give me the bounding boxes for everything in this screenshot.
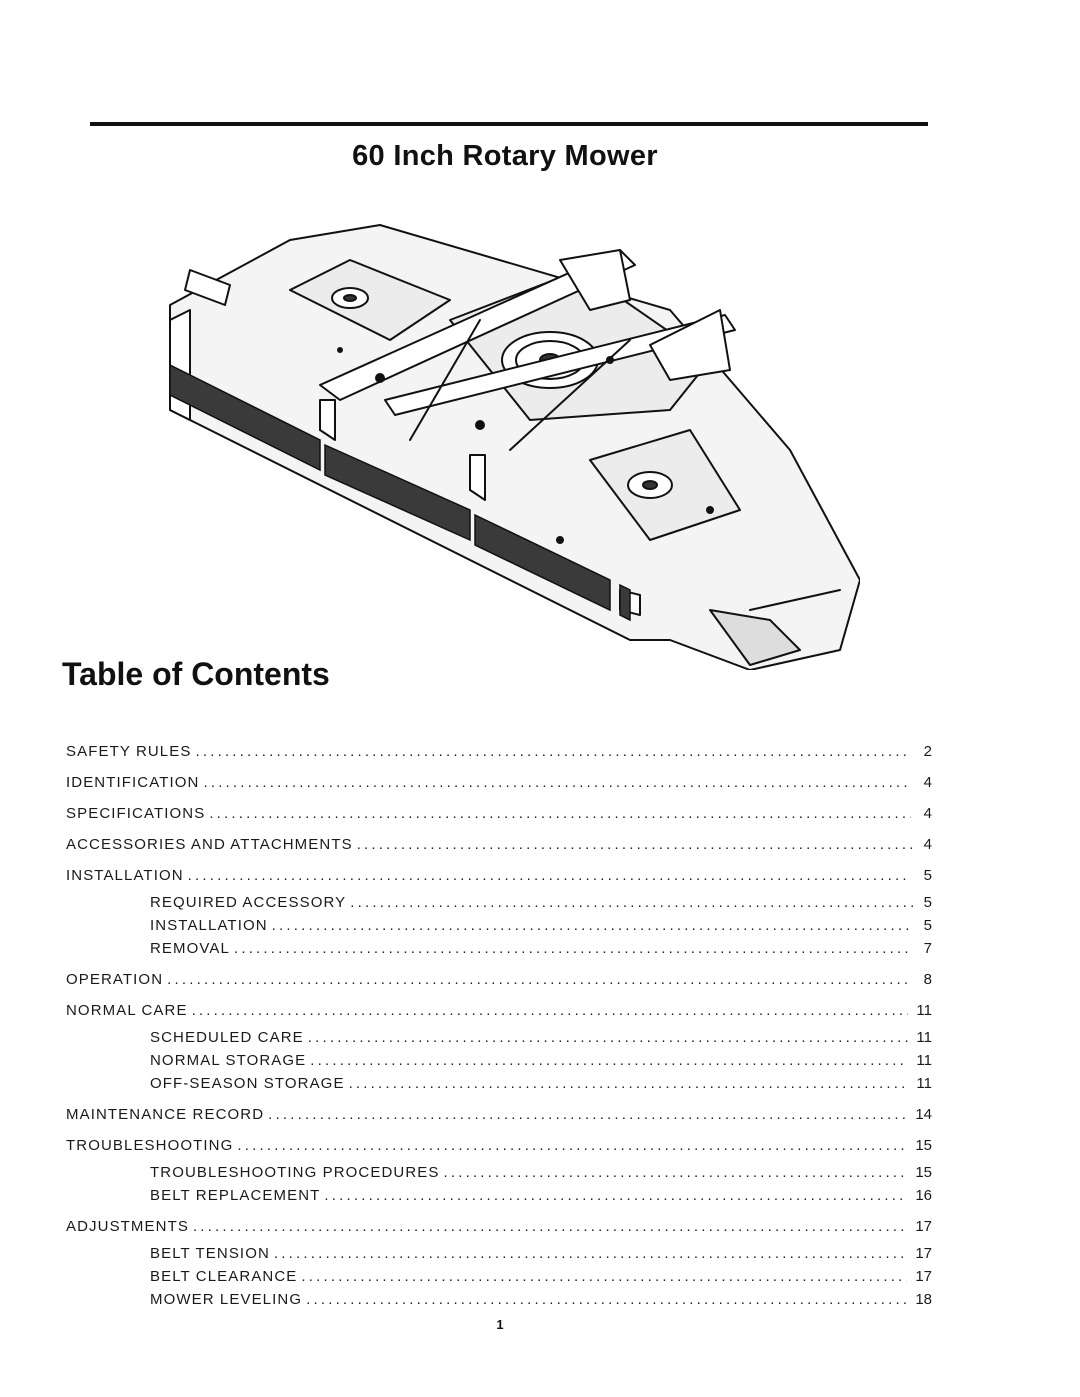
toc-entry-page: 16 — [915, 1187, 932, 1204]
toc-dot-leader: ........................................… — [268, 1106, 908, 1123]
toc-entry-label: REMOVAL — [150, 940, 230, 957]
toc-entry: NORMAL STORAGE..........................… — [66, 1047, 932, 1069]
toc-entry-page: 17 — [915, 1268, 932, 1285]
toc-entry-page: 5 — [923, 917, 932, 934]
toc-dot-leader: ........................................… — [301, 1268, 907, 1285]
toc-entry: ADJUSTMENTS.............................… — [66, 1213, 932, 1235]
toc-dot-leader: ........................................… — [324, 1187, 907, 1204]
toc-entry: INSTALLATION............................… — [66, 862, 932, 884]
page-number: 1 — [496, 1317, 504, 1332]
toc-entry-page: 11 — [916, 1075, 932, 1092]
toc-dot-leader: ........................................… — [167, 971, 910, 988]
toc-entry: BELT TENSION............................… — [66, 1240, 932, 1262]
toc-entry-page: 7 — [923, 940, 932, 957]
toc-entry-page: 11 — [916, 1002, 932, 1019]
toc-entry: BELT CLEARANCE..........................… — [66, 1263, 932, 1285]
toc-entry: MOWER LEVELING..........................… — [66, 1286, 932, 1308]
toc-entry-label: OPERATION — [66, 971, 164, 988]
toc-dot-leader: ........................................… — [356, 836, 914, 853]
toc-dot-leader: ........................................… — [348, 1075, 909, 1092]
toc-entry-label: OFF-SEASON STORAGE — [150, 1075, 345, 1092]
toc-entry-label: INSTALLATION — [66, 867, 184, 884]
toc-entry-label: ADJUSTMENTS — [66, 1218, 189, 1235]
toc-entry-page: 5 — [923, 867, 932, 884]
toc-entry-label: SAFETY RULES — [66, 743, 192, 760]
toc-dot-leader: ........................................… — [273, 1245, 908, 1262]
toc-entry-page: 11 — [916, 1029, 932, 1046]
toc-entry: IDENTIFICATION..........................… — [66, 769, 932, 791]
toc-entry-page: 18 — [915, 1291, 932, 1308]
toc-entry: TROUBLESHOOTING.........................… — [66, 1132, 932, 1154]
toc-dot-leader: ........................................… — [192, 1218, 908, 1235]
toc-dot-leader: ........................................… — [307, 1029, 909, 1046]
toc-entry-page: 17 — [915, 1245, 932, 1262]
toc-dot-leader: ........................................… — [271, 917, 912, 934]
toc-dot-leader: ........................................… — [443, 1164, 908, 1181]
toc-entry-page: 15 — [915, 1164, 932, 1181]
toc-dot-leader: ........................................… — [350, 894, 913, 911]
toc-entry: REMOVAL.................................… — [66, 935, 932, 957]
toc-entry-label: BELT TENSION — [150, 1245, 270, 1262]
toc-dot-leader: ........................................… — [233, 940, 912, 957]
toc-entry-page: 14 — [915, 1106, 932, 1123]
toc-entry-label: IDENTIFICATION — [66, 774, 200, 791]
toc-entry: TROUBLESHOOTING PROCEDURES..............… — [66, 1159, 932, 1181]
toc-entry-label: REQUIRED ACCESSORY — [150, 894, 347, 911]
toc-entry-label: SCHEDULED CARE — [150, 1029, 304, 1046]
toc-entry: SPECIFICATIONS..........................… — [66, 800, 932, 822]
toc-entry-label: MAINTENANCE RECORD — [66, 1106, 265, 1123]
toc-entry: BELT REPLACEMENT........................… — [66, 1182, 932, 1204]
toc-entry: OPERATION...............................… — [66, 966, 932, 988]
toc-entry-page: 4 — [923, 774, 932, 791]
toc-entry-page: 15 — [915, 1137, 932, 1154]
toc-dot-leader: ........................................… — [203, 774, 911, 791]
toc-entry-page: 5 — [923, 894, 932, 911]
toc-entry-label: ACCESSORIES AND ATTACHMENTS — [66, 836, 353, 853]
toc-entry-label: TROUBLESHOOTING — [66, 1137, 234, 1154]
toc-entry: OFF-SEASON STORAGE......................… — [66, 1070, 932, 1092]
toc-entry: SAFETY RULES............................… — [66, 738, 932, 760]
toc-dot-leader: ........................................… — [191, 1002, 909, 1019]
toc-entry-label: TROUBLESHOOTING PROCEDURES — [150, 1164, 440, 1181]
toc-entry-page: 4 — [923, 836, 932, 853]
toc-entry: INSTALLATION............................… — [66, 912, 932, 934]
header-rule — [90, 122, 928, 126]
toc-entry: REQUIRED ACCESSORY......................… — [66, 889, 932, 911]
toc-entry: MAINTENANCE RECORD......................… — [66, 1101, 932, 1123]
toc-dot-leader: ........................................… — [310, 1052, 908, 1069]
toc-entry: SCHEDULED CARE..........................… — [66, 1024, 932, 1046]
toc-dot-leader: ........................................… — [306, 1291, 907, 1308]
toc-dot-leader: ........................................… — [237, 1137, 908, 1154]
page-title: 60 Inch Rotary Mower — [352, 140, 658, 172]
toc-dot-leader: ........................................… — [195, 743, 911, 760]
mower-illustration — [169, 224, 860, 670]
toc-entry-label: INSTALLATION — [150, 917, 268, 934]
toc-entry-label: BELT REPLACEMENT — [150, 1187, 321, 1204]
toc-heading: Table of Contents — [62, 656, 330, 692]
toc-dot-leader: ........................................… — [209, 805, 911, 822]
toc-entry-label: BELT CLEARANCE — [150, 1268, 298, 1285]
toc-entry-page: 17 — [915, 1218, 932, 1235]
toc-entry-page: 11 — [916, 1052, 932, 1069]
toc-entry-page: 4 — [923, 805, 932, 822]
toc-entry-label: MOWER LEVELING — [150, 1291, 303, 1308]
toc-entry-label: NORMAL CARE — [66, 1002, 188, 1019]
toc-entry: ACCESSORIES AND ATTACHMENTS.............… — [66, 831, 932, 853]
toc-entry: NORMAL CARE.............................… — [66, 997, 932, 1019]
toc-entry-label: SPECIFICATIONS — [66, 805, 206, 822]
toc-dot-leader: ........................................… — [187, 867, 911, 884]
toc-entry-label: NORMAL STORAGE — [150, 1052, 307, 1069]
toc-entry-page: 8 — [923, 971, 932, 988]
toc-entry-page: 2 — [923, 743, 932, 760]
